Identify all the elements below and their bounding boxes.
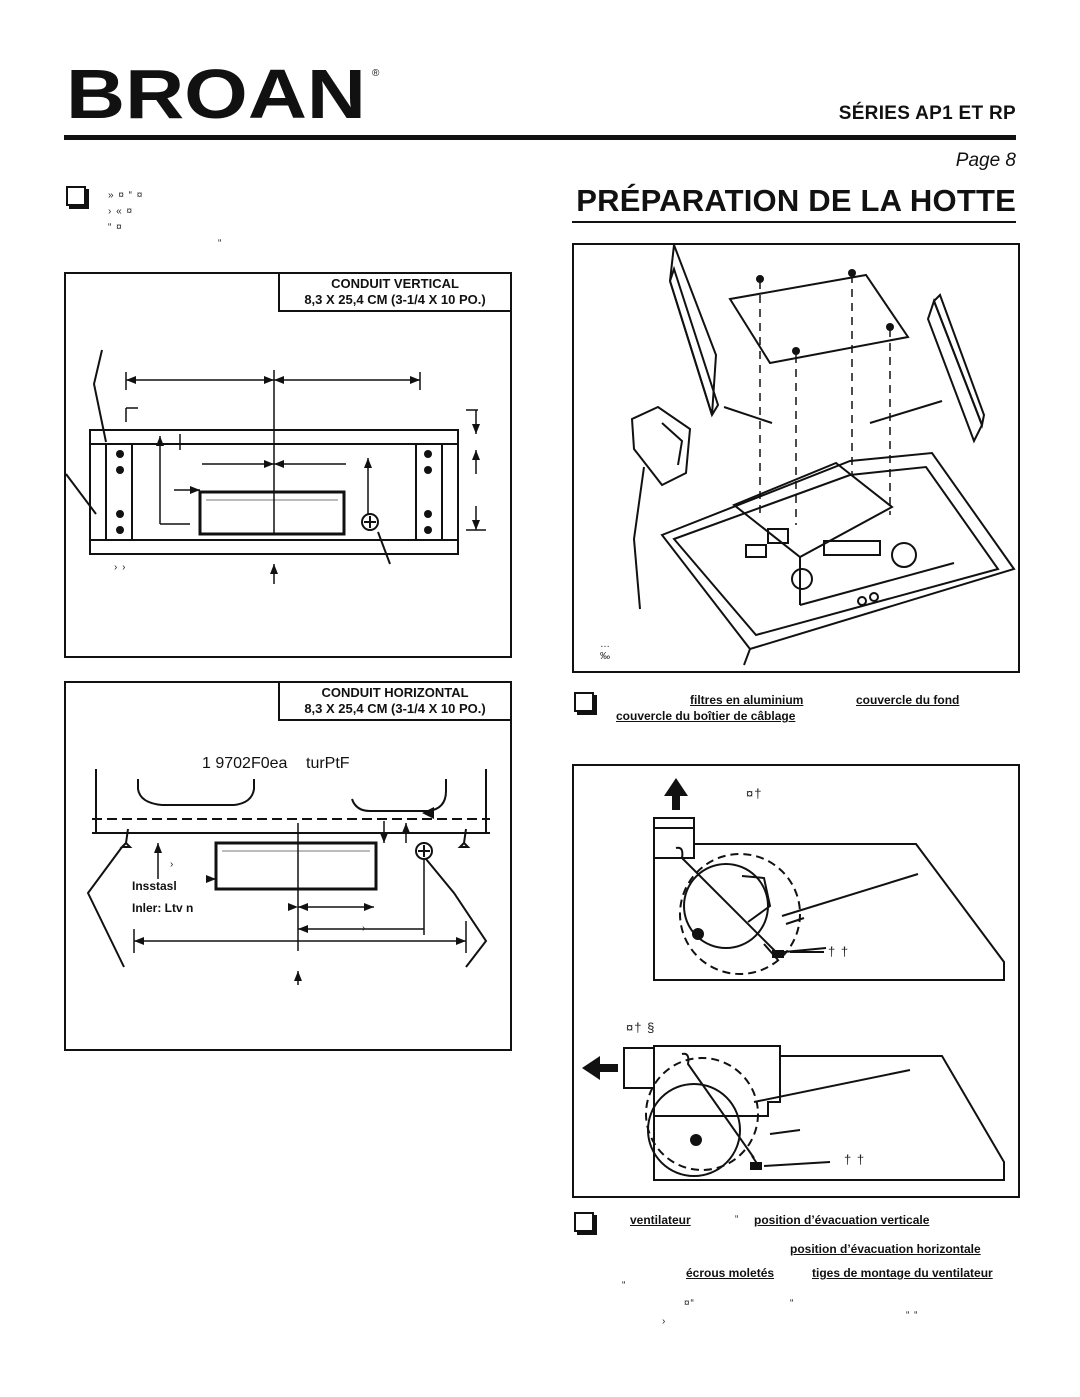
series-label: SÉRIES AP1 ET RP [838,103,1016,124]
blower-quote: “ [735,1214,740,1225]
step-text-line: » ¤ “ ¤ [108,190,144,201]
page-title: PRÉPARATION DE LA HOTTE [576,183,1016,218]
step-text-line: “ ¤ [108,222,123,233]
horizontal-duct-code-b: turPtF [306,755,350,772]
horizontal-duct-title: CONDUIT HORIZONTAL [321,685,469,700]
horizontal-position-link: position d’évacuation horizontale [790,1242,981,1256]
exploded-hood-panel: … ‰ [572,243,1020,673]
filters-step-checkbox[interactable] [574,692,594,712]
vertical-duct-bottom-marks: › › [114,562,127,573]
step-text-line: › « ¤ [108,206,134,217]
exploded-mark-2: ‰ [600,651,611,662]
blower-text-mark: “ [622,1280,627,1291]
vertical-duct-size: 8,3 X 25,4 CM (3-1/4 X 10 PO.) [304,292,486,307]
blower-position-diagram [582,778,1005,1181]
horizontal-duct-panel: CONDUIT HORIZONTAL 8,3 X 25,4 CM (3-1/4 … [64,681,512,1051]
horizontal-duct-code-a: 1 9702F0ea [202,755,288,772]
horizontal-duct-label-2: Inler: Ltv n [132,901,194,915]
blower-top-mark: ¤† [746,786,763,801]
step-text-line: “ [218,238,223,249]
vertical-duct-heading: CONDUIT VERTICAL 8,3 X 25,4 CM (3-1/4 X … [278,274,510,312]
horizontal-duct-mark-2: › [362,923,367,934]
blower-text-mark: ¤“ [684,1298,695,1309]
brand-logo: BROAN ® [66,55,386,133]
registered-mark: ® [372,68,380,79]
blower-position-panel: ¤† † † ¤† § † † [572,764,1020,1198]
page-number: Page 8 [955,150,1016,171]
blower-text-mark: “ [790,1298,795,1309]
bottom-cover-link: couvercle du fond [856,693,960,707]
title-rule [572,221,1016,223]
horizontal-duct-label-1: Insstasl [132,879,177,893]
blower-text-mark: “ “ [906,1310,919,1321]
horizontal-duct-mark-1: › [170,859,175,870]
blower-step-checkbox[interactable] [574,1212,594,1232]
vertical-duct-diagram [65,349,486,584]
blower-text-mark: › [662,1316,667,1327]
exploded-hood-diagram [630,244,1016,666]
blower-bottom-mark: ¤† § [626,1020,656,1035]
step-checkbox[interactable] [66,186,86,206]
thumb-nuts-link: écrous moletés [686,1266,775,1280]
filters-link: filtres en aluminium [690,693,804,707]
vertical-position-link: position d’évacuation verticale [754,1213,930,1227]
blower-bottom-label: † † [844,1152,866,1167]
horizontal-duct-diagram [86,769,490,985]
blower-top-label: † † [828,944,850,959]
header-rule [64,135,1016,140]
wiring-box-cover-link: couvercle du boîtier de câblage [616,709,796,723]
exploded-mark-1: … [600,639,611,650]
brand-logo-mark: BROAN ® [66,55,380,133]
blower-link: ventilateur [630,1213,691,1227]
vertical-duct-panel: CONDUIT VERTICAL 8,3 X 25,4 CM (3-1/4 X … [64,272,512,658]
horizontal-duct-heading: CONDUIT HORIZONTAL 8,3 X 25,4 CM (3-1/4 … [278,683,510,721]
mounting-rods-link: tiges de montage du ventilateur [812,1266,993,1280]
horizontal-duct-size: 8,3 X 25,4 CM (3-1/4 X 10 PO.) [304,701,486,716]
vertical-duct-title: CONDUIT VERTICAL [331,276,459,291]
brand-wordmark: BROAN [66,55,366,133]
